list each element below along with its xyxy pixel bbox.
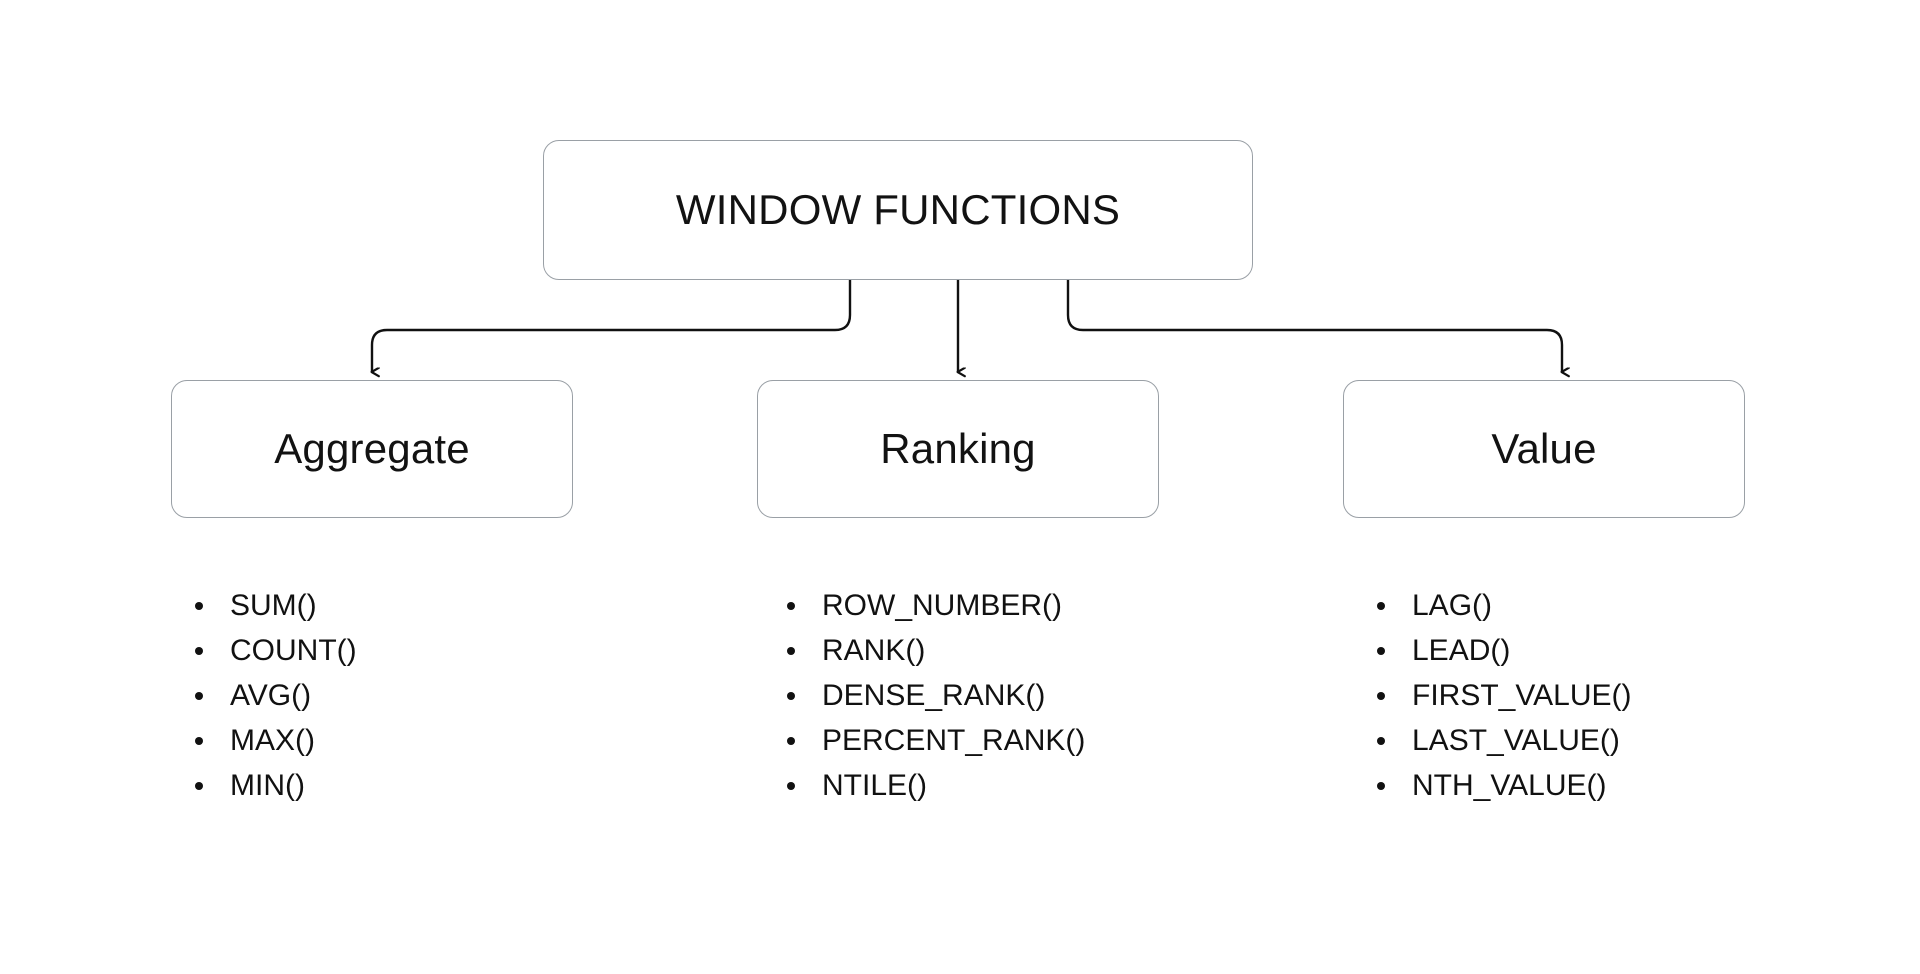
node-aggregate-label: Aggregate	[274, 425, 470, 472]
bullet-icon	[787, 737, 795, 745]
node-value[interactable]: Value	[1343, 380, 1745, 518]
list-item: RANK()	[780, 628, 1085, 673]
list-item: FIRST_VALUE()	[1370, 673, 1631, 718]
bullet-icon	[787, 602, 795, 610]
bullet-icon	[1377, 602, 1385, 610]
bullet-icon	[1377, 737, 1385, 745]
bullet-icon	[195, 692, 203, 700]
function-list-value: LAG() LEAD() FIRST_VALUE() LAST_VALUE() …	[1370, 583, 1631, 808]
list-item: COUNT()	[188, 628, 357, 673]
function-name: RANK()	[822, 634, 926, 667]
list-item: SUM()	[188, 583, 357, 628]
function-name: FIRST_VALUE()	[1412, 679, 1632, 712]
node-aggregate[interactable]: Aggregate	[171, 380, 573, 518]
bullet-icon	[1377, 647, 1385, 655]
function-name: LAG()	[1412, 589, 1493, 622]
bullet-icon	[195, 737, 203, 745]
function-name: NTILE()	[822, 769, 927, 802]
node-window-functions-label: WINDOW FUNCTIONS	[675, 186, 1121, 233]
function-name: SUM()	[230, 589, 317, 622]
function-list-ranking: ROW_NUMBER() RANK() DENSE_RANK() PERCENT…	[780, 583, 1085, 808]
function-name: AVG()	[230, 679, 312, 712]
function-name: MIN()	[230, 769, 305, 802]
list-item: NTILE()	[780, 763, 1085, 808]
list-item: LAST_VALUE()	[1370, 718, 1631, 763]
list-item: LAG()	[1370, 583, 1631, 628]
bullet-icon	[787, 647, 795, 655]
connector-root-to-value	[1066, 280, 1562, 372]
function-name: ROW_NUMBER()	[822, 589, 1062, 622]
list-item: PERCENT_RANK()	[780, 718, 1085, 763]
function-name: DENSE_RANK()	[822, 679, 1046, 712]
function-name: NTH_VALUE()	[1412, 769, 1607, 802]
bullet-icon	[195, 602, 203, 610]
function-name: LAST_VALUE()	[1412, 724, 1620, 757]
list-item: ROW_NUMBER()	[780, 583, 1085, 628]
function-name: MAX()	[230, 724, 315, 757]
function-name: PERCENT_RANK()	[822, 724, 1086, 757]
list-item: DENSE_RANK()	[780, 673, 1085, 718]
function-list-aggregate: SUM() COUNT() AVG() MAX() MIN()	[188, 583, 357, 808]
bullet-icon	[195, 782, 203, 790]
bullet-icon	[1377, 692, 1385, 700]
list-item: LEAD()	[1370, 628, 1631, 673]
node-ranking[interactable]: Ranking	[757, 380, 1159, 518]
function-name: COUNT()	[230, 634, 357, 667]
connector-root-to-aggregate	[372, 280, 852, 372]
function-name: LEAD()	[1412, 634, 1511, 667]
node-value-label: Value	[1491, 425, 1597, 472]
bullet-icon	[1377, 782, 1385, 790]
node-ranking-label: Ranking	[880, 425, 1036, 472]
list-item: MIN()	[188, 763, 357, 808]
node-window-functions[interactable]: WINDOW FUNCTIONS	[543, 140, 1253, 280]
list-item: MAX()	[188, 718, 357, 763]
bullet-icon	[195, 647, 203, 655]
bullet-icon	[787, 692, 795, 700]
bullet-icon	[787, 782, 795, 790]
list-item: AVG()	[188, 673, 357, 718]
list-item: NTH_VALUE()	[1370, 763, 1631, 808]
